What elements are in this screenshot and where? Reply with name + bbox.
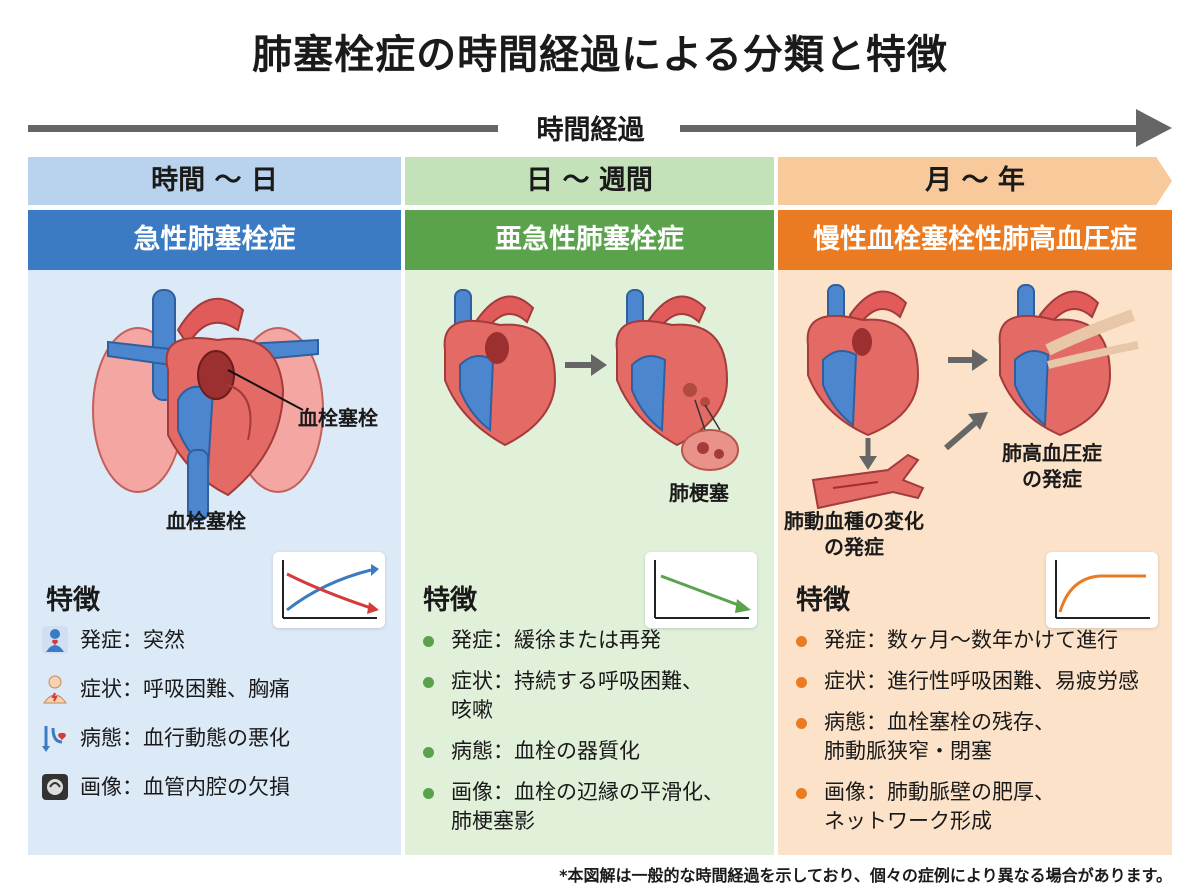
trend-graph-subacute	[654, 560, 751, 619]
trend-graph-acute	[282, 560, 379, 619]
feature-item: 発症：突然	[42, 626, 402, 655]
features-list-acute: 発症：突然 症状：呼吸困難、胸痛 病態：血行動態の悪化 画像：血管内腔の欠損	[42, 626, 402, 822]
feature-item: 画像：血栓の辺縁の平滑化、 肺梗塞影	[419, 778, 779, 836]
feature-item: 病態：血栓の器質化	[419, 737, 779, 766]
features-list-chronic: 発症：数ヶ月〜数年かけて進行 症状：進行性呼吸困難、易疲労感 病態：血栓塞栓の残…	[792, 626, 1172, 848]
feature-item: 症状：持続する呼吸困難、 咳嗽	[419, 667, 779, 725]
feature-item: 画像：血管内腔の欠損	[42, 773, 402, 802]
timeline-arrow: 時間経過	[28, 108, 1172, 148]
hemodynamics-icon	[40, 722, 70, 754]
timeline-arrowhead	[1136, 109, 1172, 147]
heart-illustration-chronic	[806, 284, 1139, 510]
header-chronic: 慢性血栓塞栓性肺高血圧症	[778, 210, 1172, 270]
trend-chart-chronic	[1046, 552, 1158, 628]
period-band-acute: 時間 〜 日	[28, 157, 401, 205]
feature-item: 発症：数ヶ月〜数年かけて進行	[792, 626, 1172, 655]
person-heart-icon	[40, 624, 70, 656]
feature-item: 症状：呼吸困難、胸痛	[42, 675, 402, 704]
header-subacute: 亜急性肺塞栓症	[405, 210, 774, 270]
bullet-dot	[796, 636, 807, 647]
feature-item: 症状：進行性呼吸困難、易疲労感	[792, 667, 1172, 696]
label-thrombus-top: 血栓塞栓	[298, 406, 378, 430]
chest-pain-icon	[40, 673, 70, 705]
panel-acute: 血栓塞栓 血栓塞栓 特徴 発症：突然	[28, 270, 401, 855]
bullet-dot	[423, 788, 434, 799]
feature-item: 画像：肺動脈壁の肥厚、 ネットワーク形成	[792, 778, 1172, 836]
timeline-line-right	[680, 125, 1140, 132]
trend-chart-acute	[273, 552, 385, 628]
footnote: *本図解は一般的な時間経過を示しており、個々の症例により異なる場合があります。	[559, 866, 1172, 885]
column-subacute: 日 〜 週間 亜急性肺塞栓症	[405, 157, 774, 855]
column-chronic: 月 〜 年 慢性血栓塞栓性肺高血圧症	[778, 157, 1172, 855]
illustration-acute: 血栓塞栓 血栓塞栓	[28, 270, 401, 550]
features-title-chronic: 特徴	[796, 585, 850, 616]
header-acute: 急性肺塞栓症	[28, 210, 401, 270]
page-title: 肺塞栓症の時間経過による分類と特徴	[252, 32, 948, 78]
bullet-dot	[423, 636, 434, 647]
heart-illustration-acute	[92, 289, 324, 521]
period-band-chronic: 月 〜 年	[778, 157, 1172, 205]
period-band-subacute: 日 〜 週間	[405, 157, 774, 205]
bullet-dot	[796, 788, 807, 799]
illustration-subacute: 肺梗塞	[405, 270, 774, 550]
feature-item: 病態：血行動態の悪化	[42, 724, 402, 753]
feature-item: 病態：血栓塞栓の残存、 肺動脈狭窄・閉塞	[792, 708, 1172, 766]
bullet-dot	[423, 677, 434, 688]
bullet-dot	[796, 677, 807, 688]
panel-chronic: 肺動血種の変化 の発症 肺高血圧症 の発症 特徴 発症：数ヶ月〜数年かけて進行 …	[778, 270, 1172, 855]
timeline-line-left	[28, 125, 498, 132]
features-title-acute: 特徴	[46, 585, 100, 616]
heart-illustration-subacute	[443, 289, 739, 471]
trend-chart-subacute	[645, 552, 757, 628]
label-thrombus-bottom: 血栓塞栓	[166, 509, 246, 533]
label-vessel-change: 肺動血種の変化 の発症	[784, 509, 924, 559]
illustration-chronic: 肺動血種の変化 の発症 肺高血圧症 の発症	[778, 270, 1172, 559]
feature-item: 発症：緩徐または再発	[419, 626, 779, 655]
bullet-dot	[423, 747, 434, 758]
trend-graph-chronic	[1055, 560, 1150, 619]
timeline-label: 時間経過	[536, 115, 645, 146]
column-acute: 時間 〜 日 急性肺塞栓症 血栓塞栓 血	[28, 157, 401, 855]
label-infarct: 肺梗塞	[669, 481, 729, 505]
features-list-subacute: 発症：緩徐または再発 症状：持続する呼吸困難、 咳嗽 病態：血栓の器質化 画像：…	[419, 626, 779, 848]
features-title-subacute: 特徴	[423, 585, 477, 616]
panel-subacute: 肺梗塞 特徴 発症：緩徐または再発 症状：持続する呼吸困難、 咳嗽 病態：血栓の…	[405, 270, 774, 855]
bullet-dot	[796, 718, 807, 729]
label-ph-onset: 肺高血圧症 の発症	[1002, 441, 1102, 491]
ct-scan-icon	[40, 771, 70, 803]
